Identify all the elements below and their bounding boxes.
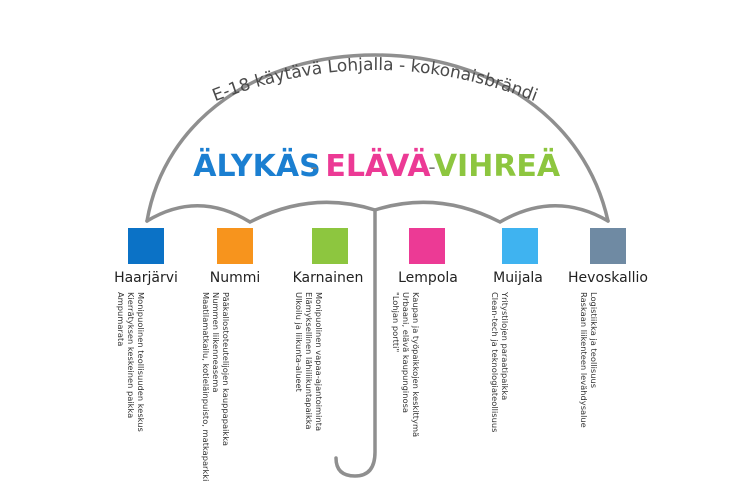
umbrella-handle — [334, 208, 377, 478]
area-description: Yritystilojen paraatipaikka — [500, 291, 510, 400]
area-description: Kierrätyksen keskeinen paikka — [126, 292, 136, 418]
area-description: Ampumarata — [116, 292, 126, 346]
brand-word-elava: ELÄVÄ — [325, 148, 431, 184]
brand-slogan: ÄLYKÄS - ELÄVÄ - VIHREÄ — [193, 148, 561, 184]
area-descriptions: Monipuolinen teollisuuden keskus Kierrät… — [116, 292, 146, 432]
area-description: Urbaani, elävä kaupunginosa — [401, 292, 411, 413]
area-description: Raskaan liikenteen levähdysalue — [579, 292, 589, 428]
area-description: Monipuolinen vapaa-ajantoiminta — [314, 292, 324, 431]
area-name: Hevoskallio — [568, 270, 648, 286]
brand-separator: - — [428, 155, 435, 179]
area-descriptions: Logistiikka ja teollisuus Raskaan liiken… — [579, 292, 599, 428]
area-karnainen: Karnainen Monipuolinen vapaa-ajantoimint… — [293, 228, 364, 431]
area-name: Nummi — [210, 270, 261, 286]
area-muijala: Muijala Yritystilojen paraatipaikka Clea… — [490, 228, 543, 432]
area-description: Kaupan ja työpaikkojen keskittymä — [411, 292, 421, 437]
area-color-square — [312, 228, 348, 264]
area-description: Pääkallostoteutelijojen kauppapaikka — [221, 292, 231, 446]
umbrella-canopy — [145, 53, 610, 225]
area-color-square — [590, 228, 626, 264]
area-hevoskallio: Hevoskallio Logistiikka ja teollisuus Ra… — [568, 228, 648, 428]
brand-word-vihrea: VIHREÄ — [434, 148, 561, 184]
area-color-square — [128, 228, 164, 264]
diagram-title: E-18 käytävä Lohjalla - kokonaisbrändi — [210, 55, 541, 106]
brand-word-alykas: ÄLYKÄS — [193, 148, 320, 184]
area-descriptions: Pääkallostoteutelijojen kauppapaikka Num… — [201, 292, 231, 481]
area-description: Logistiikka ja teollisuus — [589, 292, 599, 388]
area-lempola: Lempola Kaupan ja työpaikkojen keskittym… — [391, 228, 458, 437]
area-descriptions: Yritystilojen paraatipaikka Clean-tech j… — [490, 291, 510, 432]
area-nummi: Nummi Pääkallostoteutelijojen kauppapaik… — [201, 228, 260, 481]
area-description: Clean-tech ja teknologiateollisuus — [490, 292, 500, 432]
area-color-square — [217, 228, 253, 264]
area-color-square — [502, 228, 538, 264]
area-name: Muijala — [493, 270, 543, 286]
area-description: "Lohjan portti" — [391, 292, 401, 352]
area-descriptions: Monipuolinen vapaa-ajantoiminta Elämykse… — [294, 292, 324, 431]
area-description: Maatilamatkailu, kotieläinpuisto, matkap… — [201, 292, 211, 481]
area-descriptions: Kaupan ja työpaikkojen keskittymä Urbaan… — [391, 292, 421, 437]
brand-separator: - — [310, 155, 317, 179]
area-name: Karnainen — [293, 270, 364, 286]
area-description: Nummen liikenneasema — [211, 292, 221, 392]
area-haarjarvi: Haarjärvi Monipuolinen teollisuuden kesk… — [114, 228, 178, 432]
area-name: Haarjärvi — [114, 270, 178, 286]
area-description: Ulkoilu ja liikunta-alueet — [294, 292, 304, 393]
area-color-square — [409, 228, 445, 264]
area-description: Elämyksellinen lähiliikuntapaikka — [304, 292, 314, 430]
area-description: Monipuolinen teollisuuden keskus — [136, 292, 146, 432]
canopy-scallops — [145, 200, 610, 225]
canopy-dome — [145, 53, 610, 223]
area-name: Lempola — [398, 270, 458, 286]
